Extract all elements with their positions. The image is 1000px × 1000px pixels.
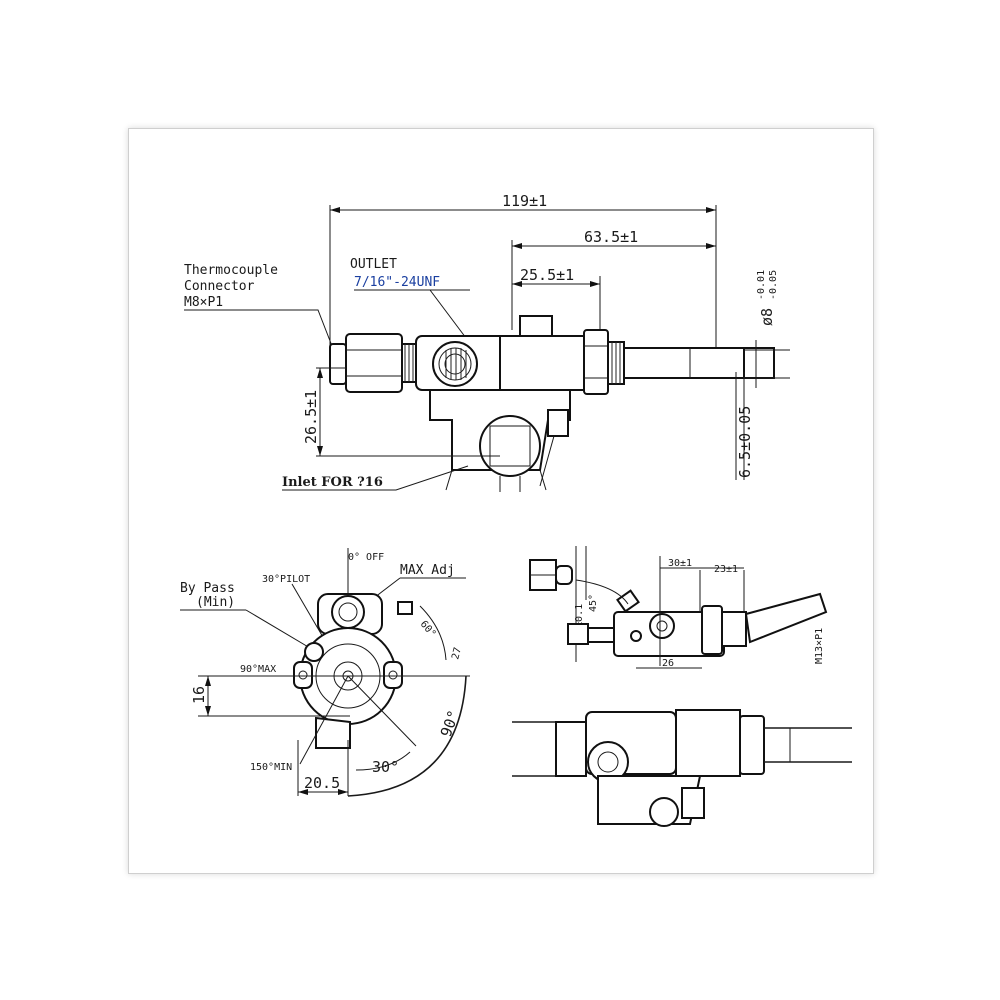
- inlet-port: [479, 415, 541, 477]
- dim-63-5: 63.5±1: [584, 228, 638, 246]
- dim-phi8: ø8: [758, 308, 776, 326]
- side-left-thread: [587, 627, 615, 643]
- dim-phi1: ø1±0.1: [574, 604, 585, 640]
- side-nut: [555, 565, 573, 585]
- side-port: [649, 613, 675, 639]
- min150-label: 150°MIN: [250, 762, 292, 773]
- side-thread: [721, 611, 747, 647]
- top-view: 119±1 63.5±1 25.5±1 Thermocouple Connect…: [184, 192, 790, 492]
- dim-16: 16: [190, 686, 208, 704]
- stem-body: [499, 335, 585, 391]
- dim-phi8-upper: -0.01: [756, 270, 767, 300]
- outlet-fitting: [432, 341, 478, 387]
- side-left-fitting: [567, 623, 589, 645]
- dim-45: 45°: [588, 594, 599, 612]
- side-pilot-screw: [616, 589, 640, 613]
- side-hex: [701, 605, 723, 655]
- photo-side-tab: [681, 787, 705, 819]
- top-screw: [519, 315, 553, 339]
- inlet-label: Inlet FOR ?16: [282, 475, 383, 490]
- thermocouple-label-2: Connector: [184, 279, 255, 294]
- dim-m13: M13×P1: [814, 628, 825, 664]
- photo-stem-body: [675, 709, 741, 777]
- dim-27: 27: [450, 646, 464, 660]
- photo-view: [512, 709, 852, 827]
- dim-20-5: 20.5: [304, 774, 340, 792]
- max-adj-label: MAX Adj: [400, 563, 455, 578]
- front-left-ear: [293, 661, 313, 689]
- dim-60deg: 60°: [418, 619, 438, 640]
- dim-phi8-lower: -0.05: [768, 270, 779, 300]
- outlet-label-2: 7/16"-24UNF: [354, 275, 440, 290]
- dim-23-1: 23±1: [714, 564, 738, 575]
- by-pass-label-1: By Pass: [180, 581, 235, 596]
- pilot-label: 30°PILOT: [262, 574, 310, 585]
- thermocouple-label-1: Thermocouple: [184, 263, 278, 278]
- photo-hex: [739, 715, 765, 775]
- side-tab: [547, 409, 569, 437]
- by-pass-label-2: (Min): [196, 595, 235, 610]
- max-adj-screw: [397, 601, 413, 615]
- shaft: [623, 347, 745, 379]
- thermocouple-label-3: M8×P1: [184, 295, 223, 310]
- front-right-ear: [383, 661, 403, 689]
- dim-25-5: 25.5±1: [520, 266, 574, 284]
- photo-left-collar: [555, 721, 587, 777]
- shaft-end: [743, 347, 775, 379]
- side-view: ø1±0.1 30±1 23±1 45° 26 M13×P1: [529, 546, 828, 669]
- front-bottom-stub: [315, 716, 351, 749]
- bypass-screw: [304, 642, 324, 662]
- max90-label: 90°MAX: [240, 664, 276, 675]
- dim-26: 26: [662, 658, 674, 669]
- thermocouple-nut: [329, 343, 347, 385]
- dim-30-1: 30±1: [668, 558, 692, 569]
- front-top-port: [331, 595, 365, 629]
- dim-6-5: 6.5±0.05: [736, 406, 754, 478]
- hex-nut: [583, 329, 609, 395]
- dim-26-5: 26.5±1: [302, 390, 320, 444]
- side-shaft: [744, 592, 828, 644]
- outlet-label-1: OUTLET: [350, 257, 397, 272]
- dim-30deg: 30°: [372, 758, 399, 776]
- off-label: 0° OFF: [348, 552, 384, 563]
- thermocouple-connector: [345, 333, 403, 393]
- dim-90deg: 90°: [437, 708, 463, 740]
- front-view: 0° OFF 30°PILOT MAX Adj By Pass (Min) 90…: [180, 548, 470, 797]
- dim-119: 119±1: [502, 192, 547, 210]
